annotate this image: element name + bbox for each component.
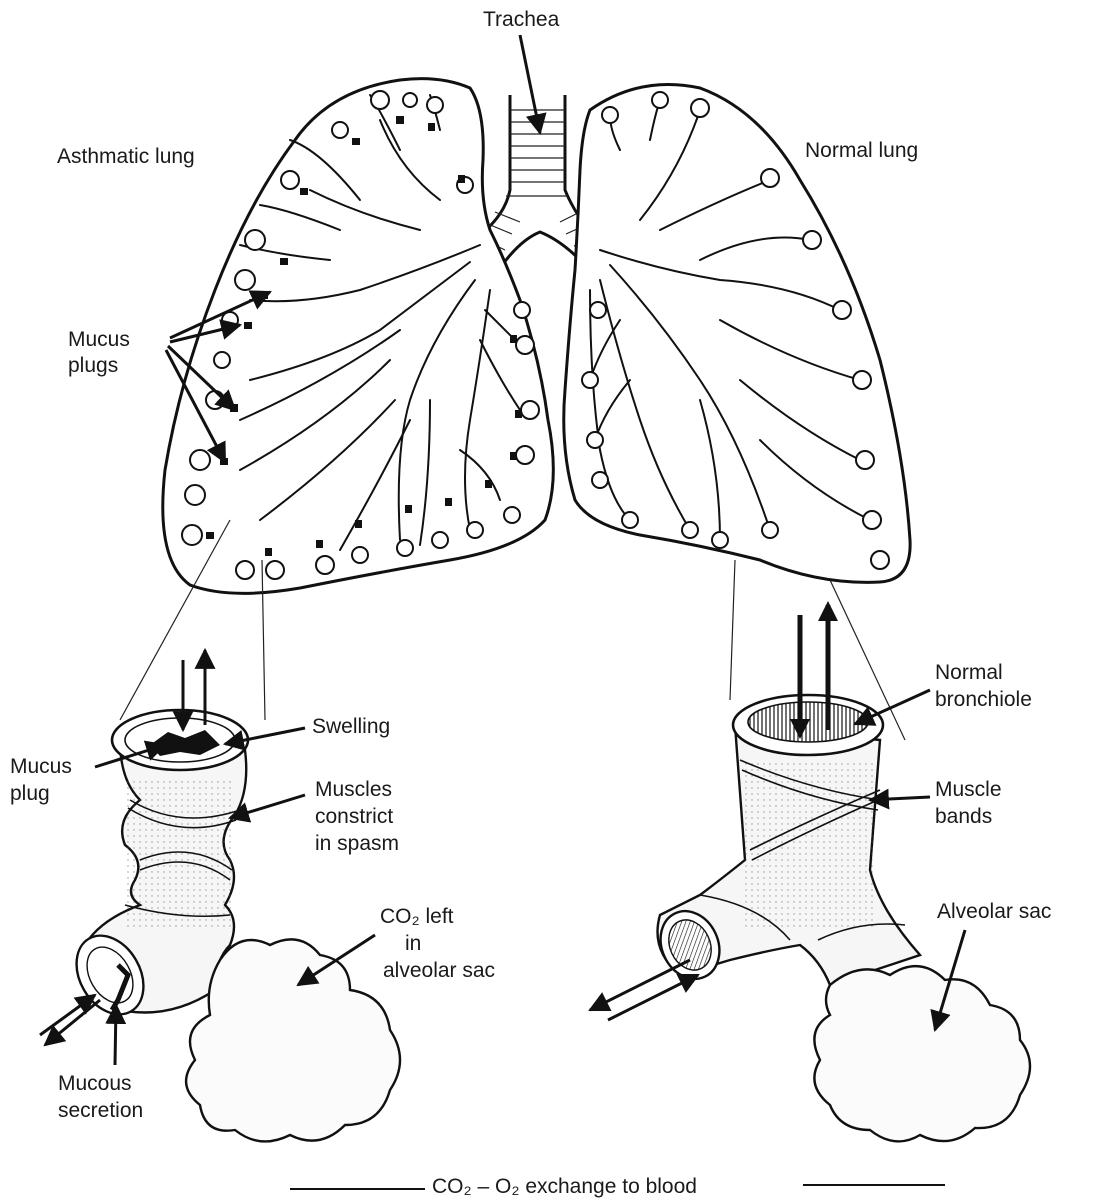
label-swelling: Swelling [312, 715, 390, 738]
normal-alveolar-sac [814, 966, 1030, 1141]
asthmatic-lung [163, 79, 554, 594]
label-co2-left-1: CO₂ left [380, 905, 454, 928]
label-alveolar-sac: Alveolar sac [937, 900, 1051, 923]
label-muscle-bands-1: Muscle [935, 778, 1002, 801]
label-normal-bronchiole-1: Normal [935, 661, 1003, 684]
label-muscles-1: Muscles [315, 778, 392, 801]
label-mucus-plugs-1: Mucus [68, 328, 130, 351]
label-normal-lung: Normal lung [805, 139, 918, 162]
label-asthmatic-lung: Asthmatic lung [57, 145, 195, 168]
label-mucus-plug-1: Mucus [10, 755, 72, 778]
label-co2-left-2: in [405, 932, 421, 955]
label-muscles-2: constrict [315, 805, 393, 828]
label-mucus-plugs-2: plugs [68, 354, 118, 377]
label-co2-left-3: alveolar sac [383, 959, 495, 982]
label-mucus-plug-2: plug [10, 782, 50, 805]
label-mucous-secretion-2: secretion [58, 1099, 143, 1122]
normal-bronchiole [650, 695, 920, 989]
label-mucous-secretion-1: Mucous [58, 1072, 132, 1095]
label-muscles-3: in spasm [315, 832, 399, 855]
label-exchange: CO₂ – O₂ exchange to blood [432, 1175, 697, 1198]
co2-alveolar-sac [186, 939, 400, 1141]
label-normal-bronchiole-2: bronchiole [935, 688, 1032, 711]
label-muscle-bands-2: bands [935, 805, 992, 828]
label-trachea: Trachea [483, 8, 560, 31]
